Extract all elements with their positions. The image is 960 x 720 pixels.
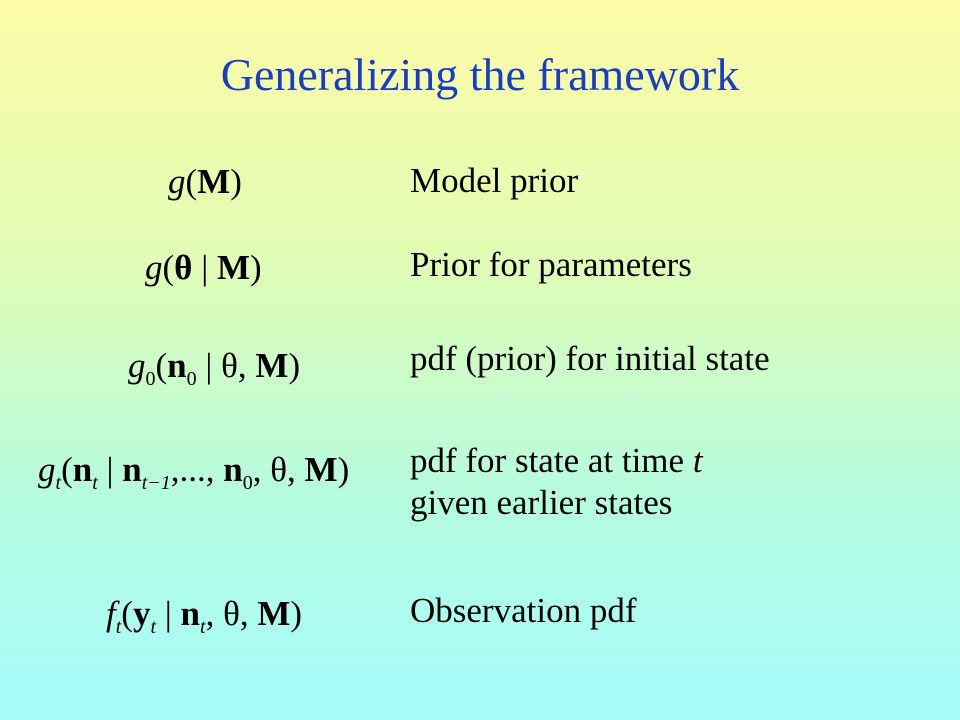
description-parameter-prior: Prior for parameters (410, 245, 692, 284)
description-model-prior: Model prior (410, 161, 579, 200)
formula-observation: ft(yt | nt, θ, M) (106, 594, 303, 638)
description-observation: Observation pdf (410, 591, 637, 630)
formula-state-transition: gt(nt | nt−1,..., n0, θ, M) (38, 450, 350, 494)
slide-title: Generalizing the framework (220, 49, 740, 100)
formula-parameter-prior: g(θ | M) (145, 248, 262, 287)
description-state-transition-line1: pdf for state at time t (410, 441, 703, 480)
description-initial-state: pdf (prior) for initial state (410, 339, 770, 378)
description-state-transition-line2: given earlier states (410, 483, 673, 522)
description-state-transition: pdf for state at time t given earlier st… (410, 440, 703, 524)
formula-initial-state: g0(n0 | θ, M) (128, 346, 301, 390)
formula-model-prior: g(M) (168, 162, 242, 201)
